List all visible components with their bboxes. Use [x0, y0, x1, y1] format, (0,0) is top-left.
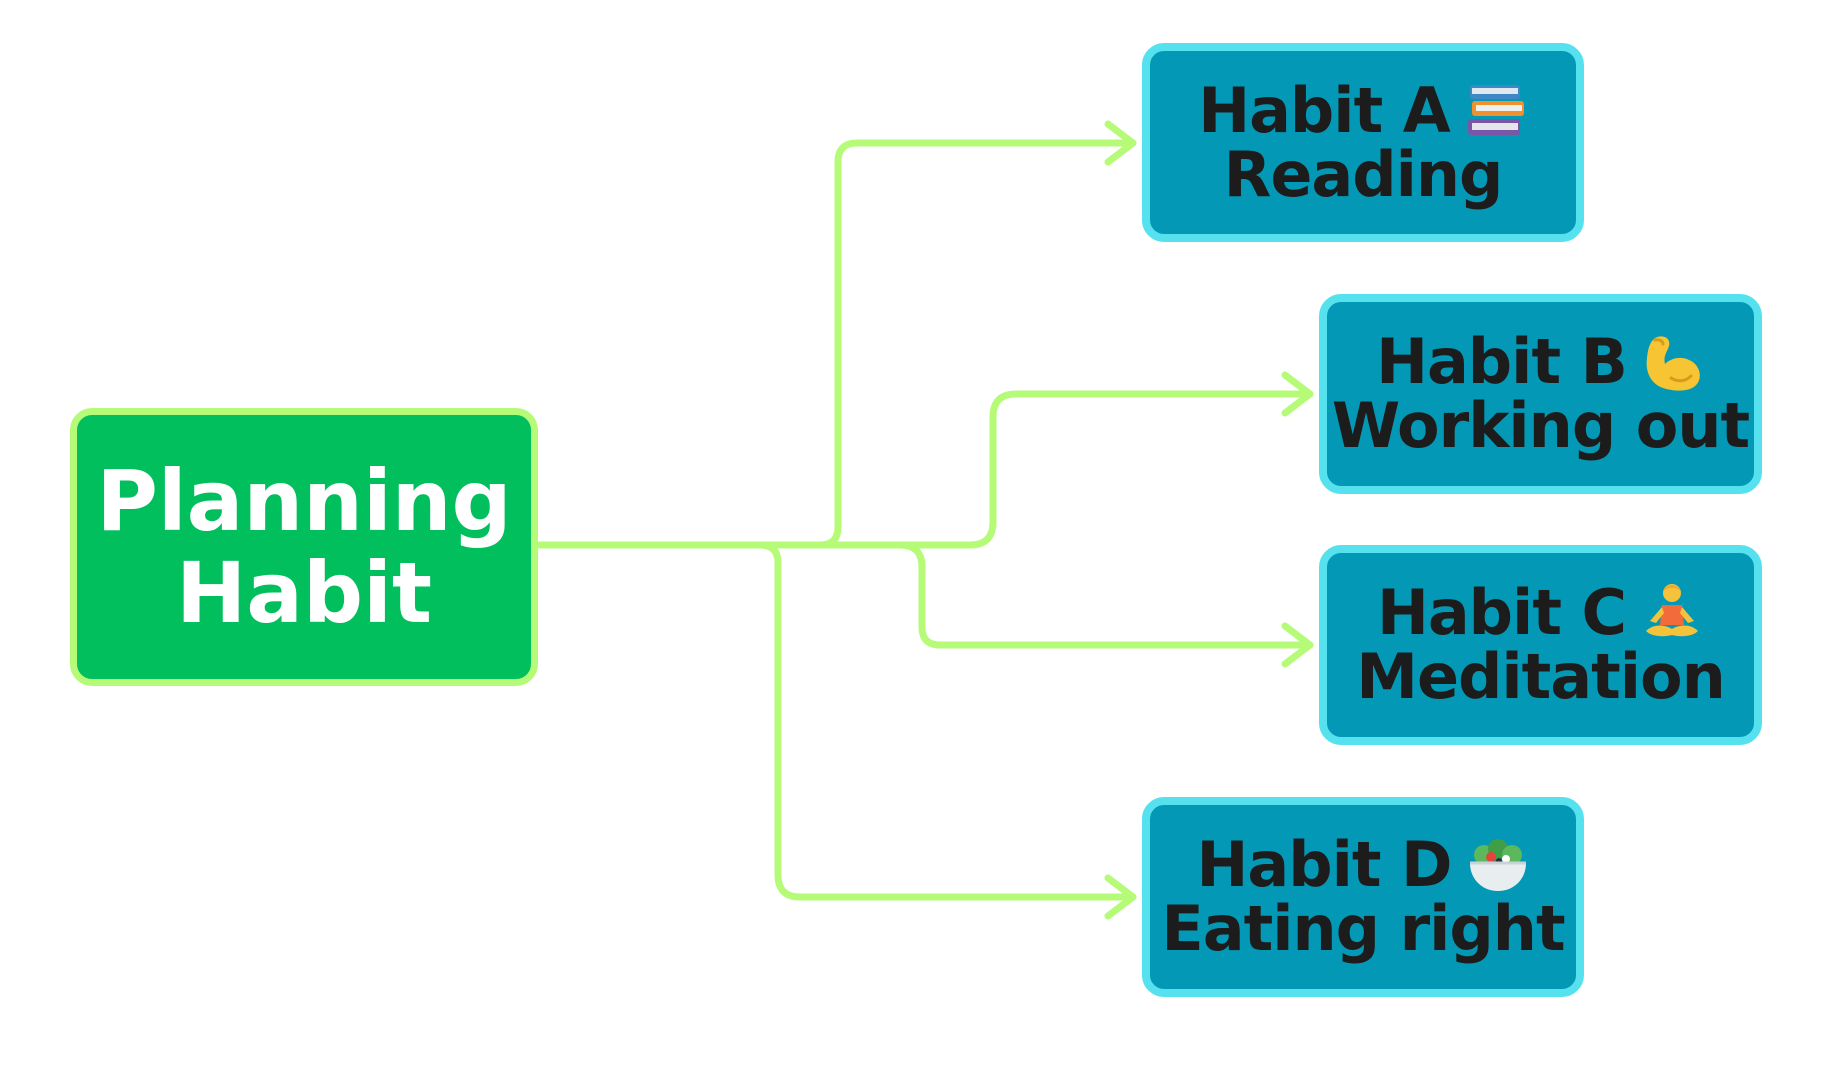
habit-a-title: Habit A [1198, 73, 1451, 147]
arrowhead-habit-b [1281, 371, 1314, 417]
habit-d-name: Eating right [1161, 892, 1565, 965]
person-meditating-icon [1640, 581, 1704, 645]
connector-habit-b [816, 390, 1314, 549]
connector-habit-a [816, 139, 1137, 549]
habit-d-title: Habit D [1196, 828, 1452, 901]
connector-habit-d [756, 541, 1137, 901]
habit-node-b: Habit B Working out [1319, 294, 1762, 494]
habit-b-name: Working out [1331, 389, 1750, 462]
habit-node-d: Habit D Eating right [1142, 797, 1584, 997]
habit-a-name: Reading [1223, 137, 1504, 211]
habit-c-title: Habit C [1376, 576, 1627, 649]
habit-node-a: Habit A Reading [1142, 43, 1584, 242]
connector-habit-c [896, 541, 1314, 649]
arrowhead-habit-d [1104, 874, 1137, 920]
arrowhead-habit-c [1281, 622, 1314, 668]
habit-node-c: Habit C Meditation [1319, 545, 1762, 745]
books-icon [1464, 79, 1528, 143]
root-node-planning-habit: Planning Habit [70, 408, 538, 686]
root-label-line1: Planning [96, 452, 512, 550]
flexed-biceps-icon [1641, 330, 1705, 394]
salad-bowl-icon [1466, 833, 1530, 897]
root-label-line2: Habit [175, 544, 433, 642]
habit-c-name: Meditation [1356, 640, 1725, 713]
arrowhead-habit-a [1104, 120, 1137, 166]
habit-b-title: Habit B [1376, 325, 1628, 398]
